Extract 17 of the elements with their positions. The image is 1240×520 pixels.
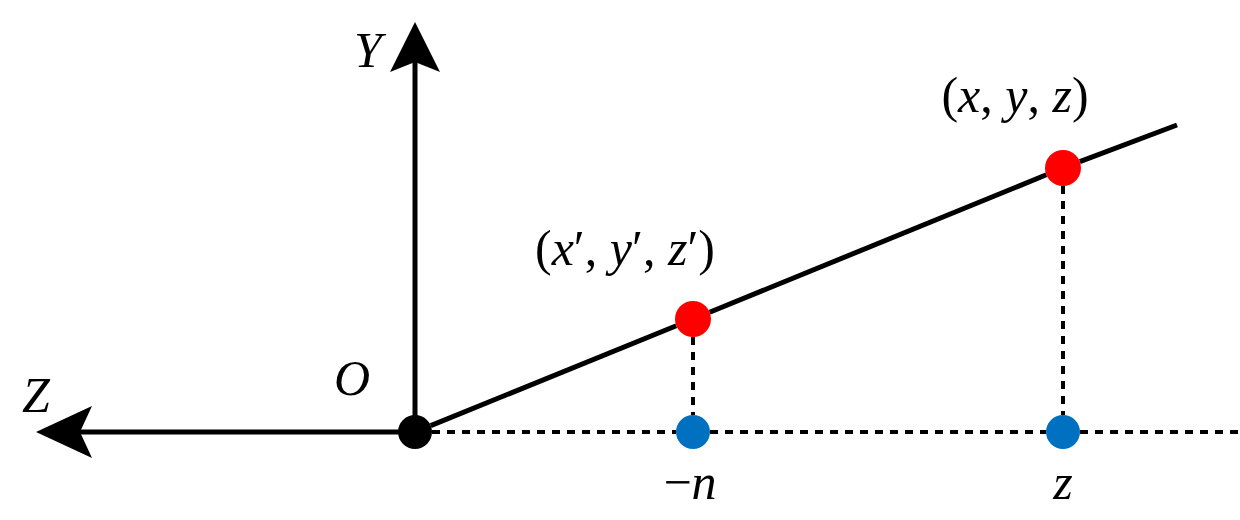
point-dot [1046,415,1080,449]
line [429,323,678,428]
dashed-line [691,337,695,415]
point-dot [675,301,711,337]
point-dot [1045,150,1081,186]
point-dot [676,415,710,449]
dashed-line [1080,430,1240,434]
axis-label: Z [22,370,50,420]
point-label: O [333,353,371,403]
dashed-line [1061,186,1065,415]
point-label: z [1053,457,1073,507]
line [1078,122,1178,164]
point-dot [398,415,432,449]
point-label: −n [663,457,717,507]
dashed-line [710,430,1046,434]
line [708,172,1048,315]
dashed-line [432,430,676,434]
